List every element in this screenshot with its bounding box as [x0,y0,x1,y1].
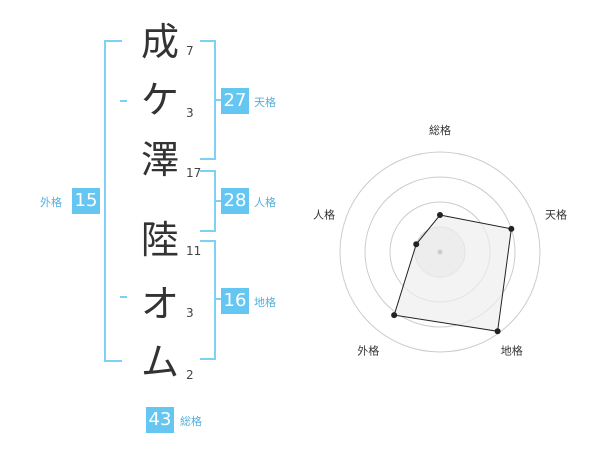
gaikaku-badge: 15 [72,188,100,214]
stroke-count-3: 17 [186,166,202,180]
radar-point-1 [437,212,443,218]
radar-point-3 [494,328,501,335]
jinkaku-badge: 28 [221,188,249,214]
bracket-tick [214,99,221,101]
chikaku-bracket [200,240,216,360]
name-char-4: 陸 [140,218,179,262]
name-char-2: ケ [140,78,179,122]
radar-axis-label: 外格 [357,344,379,358]
radar-point-2 [508,225,515,232]
bracket-tick [214,298,221,300]
radar-axis-label: 総格 [429,123,451,137]
gaikaku-bracket [104,40,122,362]
gaikaku-label: 外格 [40,196,62,209]
radar-axis-label: 人格 [313,207,335,221]
radar-axis-label: 地格 [501,344,523,358]
stroke-count-1: 7 [186,44,194,58]
bracket-tick [120,296,127,298]
radar-point-5 [413,241,420,248]
stroke-count-6: 2 [186,368,194,382]
tenkaku-label: 天格 [254,96,276,109]
stroke-count-2: 3 [186,106,194,120]
soukaku-label: 総格 [180,415,202,428]
bracket-tick [120,100,127,102]
tenkaku-badge: 27 [221,88,249,114]
radar-axis-label: 天格 [545,207,567,221]
chikaku-label: 地格 [254,296,276,309]
soukaku-badge: 43 [146,407,174,433]
name-char-6: ム [140,340,179,384]
radar-polygon [393,214,512,332]
bracket-tick [214,200,221,202]
radar-point-4 [391,312,398,319]
stroke-count-5: 3 [186,306,194,320]
chikaku-badge: 16 [221,288,249,314]
name-char-5: オ [140,282,179,326]
name-char-3: 澤 [140,138,179,182]
jinkaku-label: 人格 [254,196,276,209]
name-char-1: 成 [140,20,179,64]
radar-center-dot [437,249,443,255]
stroke-count-4: 11 [186,244,202,258]
